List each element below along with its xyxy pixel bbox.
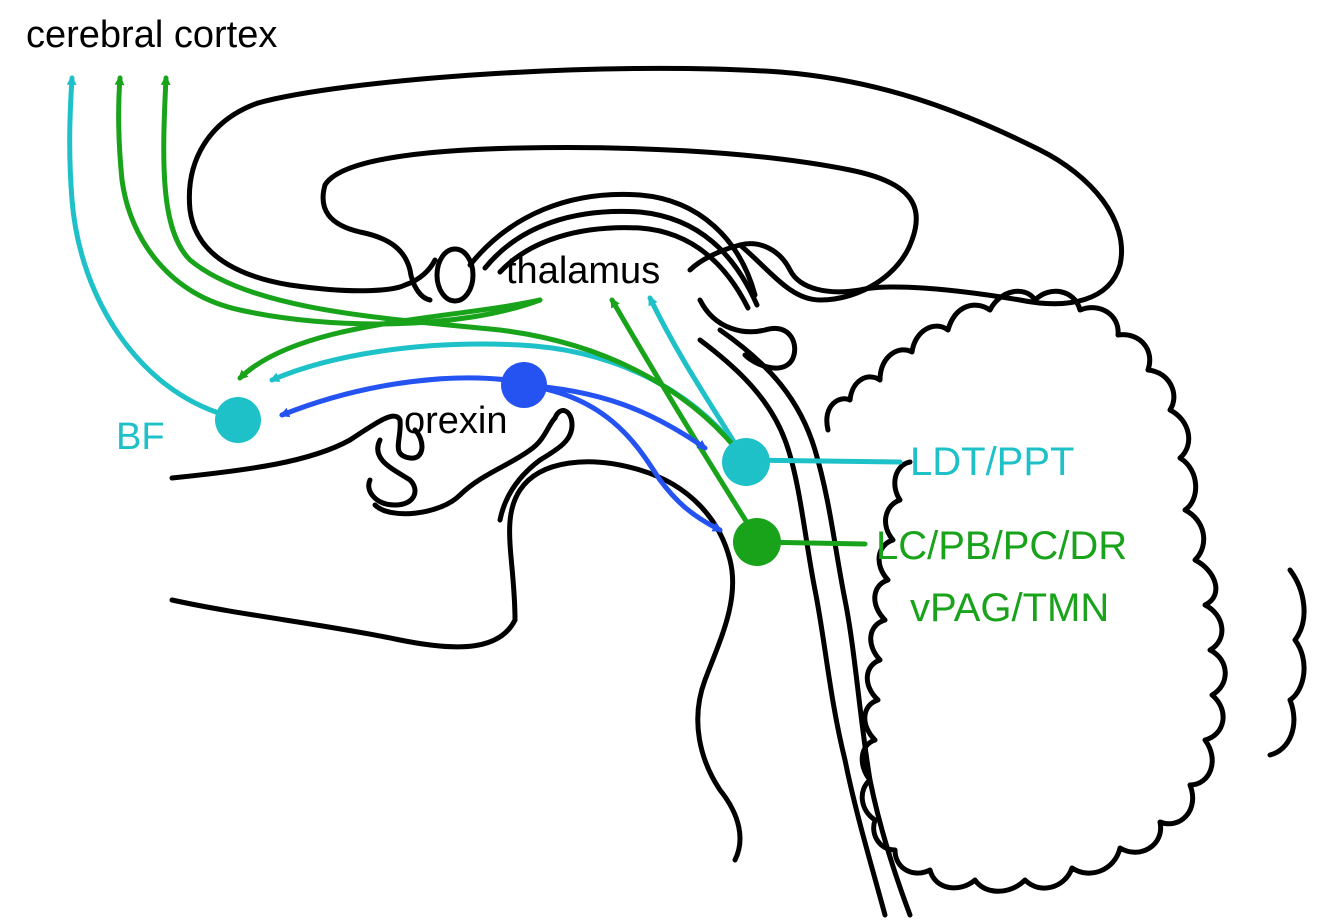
cortex-outer-arc xyxy=(255,65,1124,307)
lc-to-cortex-pathway-2 xyxy=(160,75,748,463)
orexin-label: orexin xyxy=(404,400,508,442)
cerebellum-right-edge xyxy=(1267,567,1307,758)
lc-to-bf-pathway xyxy=(237,297,543,381)
thalamus-label: thalamus xyxy=(506,250,661,292)
brainstem-dorsal-1 xyxy=(697,337,888,918)
vpag-tmn-label: vPAG/TMN xyxy=(910,586,1110,630)
fornix-line-3 xyxy=(497,225,751,311)
ldt-label-connector xyxy=(742,457,903,465)
temporal-lower xyxy=(169,597,518,650)
orexin-to-lc-pathway xyxy=(519,382,723,533)
fornix-line-2 xyxy=(482,208,760,308)
cortex-inner-fold xyxy=(186,100,438,294)
ldt-to-thalamus-pathway xyxy=(647,295,748,463)
lc-nucleus xyxy=(733,518,781,566)
fornix-line-1 xyxy=(467,191,758,298)
brainstem-dorsal-2 xyxy=(717,327,913,918)
ldt-ppt-label: LDT/PPT xyxy=(910,440,1075,484)
bf-nucleus xyxy=(215,397,261,443)
orexin-nucleus xyxy=(501,362,547,408)
brain-outline xyxy=(169,65,1307,918)
orexin-pathways xyxy=(279,375,723,533)
corpus-callosum-lower xyxy=(320,182,433,303)
lc-pb-pc-dr-label: LC/PB/PC/DR xyxy=(876,524,1128,568)
fornix-loop xyxy=(697,297,798,371)
bf-to-cortex-pathway xyxy=(66,75,228,418)
septum-oval xyxy=(434,246,476,304)
cerebellum-outline xyxy=(824,288,1228,894)
green-pathways xyxy=(114,75,868,547)
bf-label: BF xyxy=(116,416,165,458)
corpus-callosum-upper xyxy=(322,145,919,303)
lc-to-thalamus-pathway xyxy=(609,297,761,543)
frontal-floor xyxy=(169,413,425,481)
ldt-ppt-nucleus xyxy=(722,438,770,486)
cerebral-cortex-label: cerebral cortex xyxy=(26,14,278,56)
orexin-to-bf-pathway xyxy=(279,375,525,418)
hypothalamus-outline xyxy=(366,415,558,517)
brainstem-outline xyxy=(507,459,743,863)
pituitary-stalk xyxy=(497,408,575,523)
